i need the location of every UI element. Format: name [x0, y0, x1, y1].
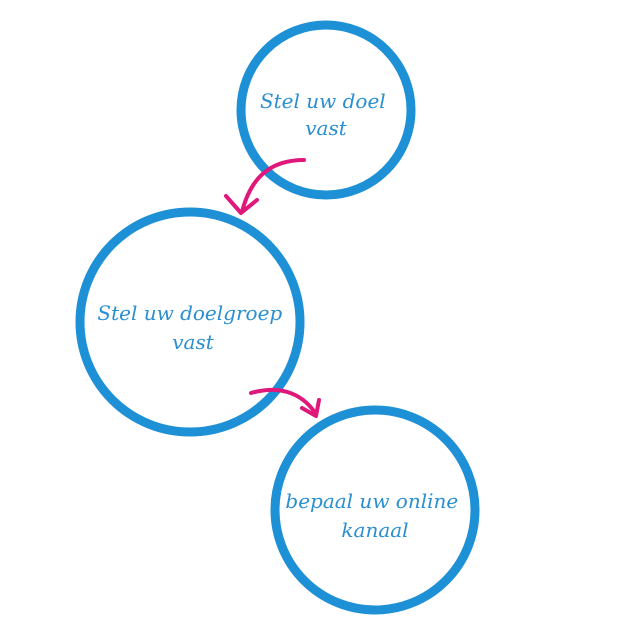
step-2: Stel uw doelgroep vast: [75, 207, 305, 437]
step-1: Stel uw doel vast: [236, 20, 416, 200]
step-3-circle: [270, 405, 480, 615]
step-1-circle: [236, 20, 416, 200]
step-2-label-line-1: Stel uw doelgroep: [97, 301, 282, 325]
step-3-label: bepaal uw online kanaal: [285, 489, 464, 542]
step-2-label-line-2: vast: [172, 330, 214, 354]
step-2-circle: [75, 207, 305, 437]
step-1-label: Stel uw doel vast: [260, 89, 392, 140]
arrow-step-1-to-2: [224, 158, 306, 215]
step-2-label: Stel uw doelgroep vast: [97, 301, 288, 354]
step-3-label-line-2: kanaal: [341, 518, 408, 542]
arrow-2-head-icon: [300, 398, 321, 418]
arrow-1-head-icon: [224, 194, 259, 215]
arrow-2-shaft: [249, 388, 318, 416]
arrow-1-shaft: [240, 158, 306, 214]
step-3: bepaal uw online kanaal: [270, 405, 480, 615]
arrow-step-2-to-3: [249, 388, 321, 418]
step-1-label-line-2: vast: [305, 116, 347, 140]
step-3-label-line-1: bepaal uw online: [285, 489, 458, 513]
step-1-label-line-1: Stel uw doel: [260, 89, 386, 113]
